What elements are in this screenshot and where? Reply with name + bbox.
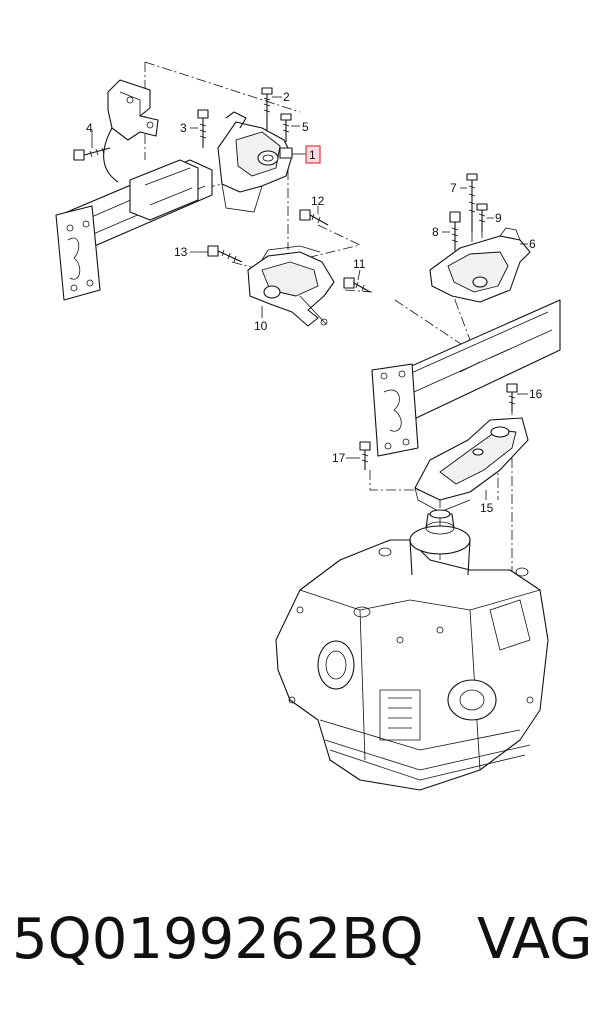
- callout-12: 12: [311, 194, 325, 208]
- part-number-caption: 5Q0199262BQ VAG: [12, 895, 592, 985]
- bolts-middle: [207, 209, 371, 293]
- body-bracket: [103, 79, 159, 183]
- pendulum-support: [414, 417, 529, 513]
- callout-6: 6: [529, 237, 536, 251]
- callout-9: 9: [495, 211, 502, 225]
- callout-15: 15: [480, 501, 494, 515]
- part-number: 5Q0199262BQ: [12, 907, 424, 972]
- callout-1: 1: [309, 148, 316, 162]
- exploded-parts-diagram: 1 2 3 4 5 6 7 8 9 10 11 12 13 15 16 17: [55, 61, 561, 791]
- bolts-upper-left: [73, 87, 292, 161]
- gearbox-housing: [275, 509, 549, 791]
- leader-lines: [91, 96, 528, 500]
- callout-8: 8: [432, 225, 439, 239]
- assembly-guide-lines: [144, 61, 521, 610]
- bolts-lower-right: [359, 383, 518, 470]
- callout-17: 17: [332, 451, 346, 465]
- subframe-crossmember: [371, 299, 561, 457]
- callout-labels: 1 2 3 4 5 6 7 8 9 10 11 12 13 15 16 17: [86, 90, 543, 515]
- callout-3: 3: [180, 121, 187, 135]
- engine-mount-lower: [247, 245, 335, 327]
- bolts-upper-right: [449, 173, 488, 250]
- callout-11: 11: [353, 257, 366, 271]
- callout-7: 7: [450, 181, 457, 195]
- engine-mount-upper: [217, 111, 293, 213]
- callout-16: 16: [529, 387, 543, 401]
- callout-2: 2: [283, 90, 290, 104]
- callout-4: 4: [86, 121, 93, 135]
- callout-13: 13: [174, 245, 188, 259]
- callout-10: 10: [254, 319, 268, 333]
- caption-spacer: [424, 907, 477, 972]
- chassis-member-left: [55, 159, 213, 301]
- callout-5: 5: [302, 120, 309, 134]
- callout-1-highlight: [305, 145, 321, 164]
- gearbox-mount-upper: [429, 227, 531, 303]
- brand-name: VAG: [477, 907, 593, 972]
